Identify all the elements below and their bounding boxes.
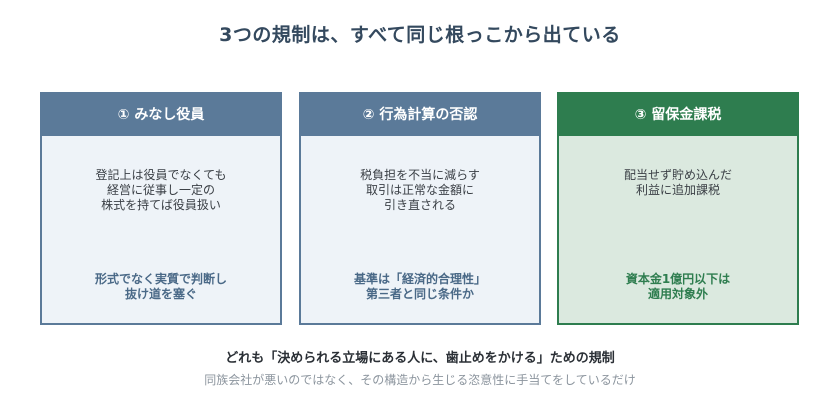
card-description: 登記上は役員でなくても 経営に従事し一定の 株式を持てば役員扱い <box>95 168 227 212</box>
card-description: 配当せず貯め込んだ 利益に追加課税 <box>623 168 732 197</box>
card-note: 形式でなく実質で判断し 抜け道を塞ぐ <box>94 272 227 301</box>
card-heading: ② 行為計算の否認 <box>301 94 539 136</box>
card-koui-keisan-hinin: ② 行為計算の否認 税負担を不当に減らす 取引は正常な金額に 引き直される 基準… <box>299 92 541 325</box>
card-minashi-yakuin: ① みなし役員 登記上は役員でなくても 経営に従事し一定の 株式を持てば役員扱い… <box>40 92 282 325</box>
card-description: 税負担を不当に減らす 取引は正常な金額に 引き直される <box>360 168 480 212</box>
summary-statement: どれも「決められる立場にある人に、歯止めをかける」ための規制 <box>225 351 615 366</box>
summary-subtext: 同族会社が悪いのではなく、その構造から生じる恣意性に手当てをしているだけ <box>204 373 636 387</box>
diagram-title: 3つの規制は、すべて同じ根っこから出ている <box>219 24 621 46</box>
card-ryuhokin-kazei: ③ 留保金課税 配当せず貯め込んだ 利益に追加課税 資本金1億円以下は 適用対象… <box>557 92 799 325</box>
card-heading: ③ 留保金課税 <box>559 94 797 136</box>
card-note: 基準は「経済的合理性」 第三者と同じ条件か <box>353 272 486 301</box>
card-heading: ① みなし役員 <box>42 94 280 136</box>
card-note: 資本金1億円以下は 適用対象外 <box>625 272 731 301</box>
